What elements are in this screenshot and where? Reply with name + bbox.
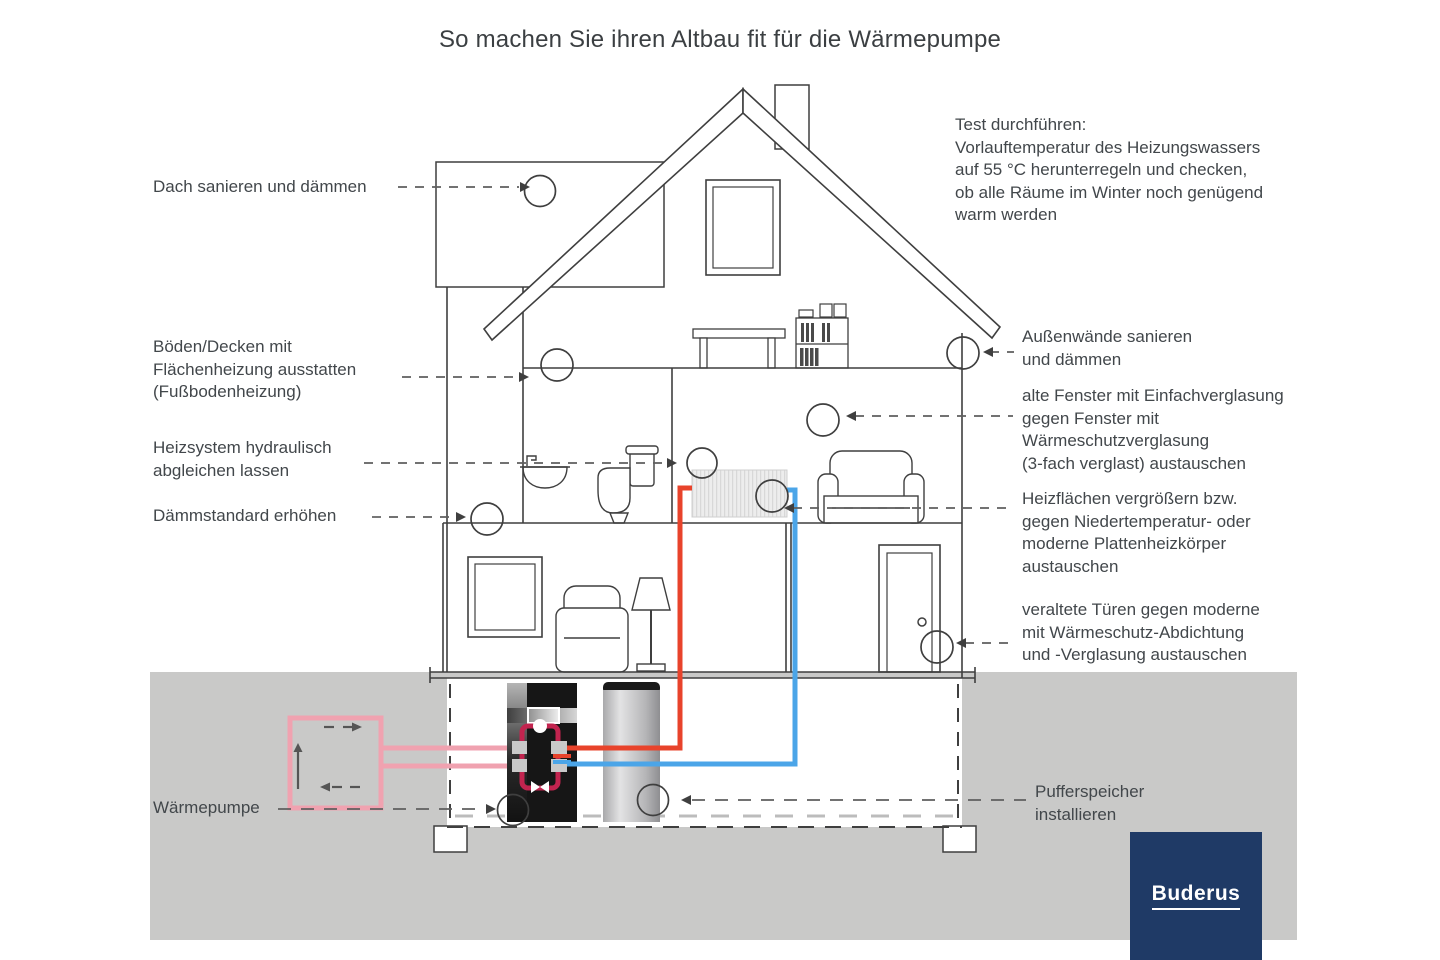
label-boeden-decken: Böden/Decken mit Flächenheizung ausstatt… — [153, 337, 357, 401]
marker-floors — [540, 348, 574, 382]
label-dach-sanieren: Dach sanieren und dämmen — [153, 177, 367, 196]
marker-windows — [806, 403, 840, 437]
marker-heat-pump — [496, 793, 530, 827]
label-heizsystem: Heizsystem hydraulisch abgleichen lassen — [153, 438, 332, 480]
marker-roof — [523, 174, 557, 208]
heating-return-pipe — [556, 487, 798, 767]
entrance-door — [878, 544, 941, 673]
label-fenster: alte Fenster mit Einfachverglasung gegen… — [1022, 386, 1284, 473]
buffer-tank — [603, 682, 660, 822]
marker-exterior-walls — [946, 336, 980, 370]
sofa — [817, 450, 925, 524]
footing-right — [942, 825, 977, 853]
books — [800, 323, 830, 366]
attic-window — [705, 179, 781, 276]
radiator — [691, 469, 788, 518]
ground-floor-window — [467, 556, 543, 638]
marker-insulation — [470, 502, 504, 536]
floor-lamp — [631, 577, 671, 672]
door-knob — [917, 617, 927, 627]
label-pufferspeicher: Pufferspeicher installieren — [1035, 782, 1145, 824]
heating-flow-pipe — [556, 485, 692, 751]
valve-icon — [531, 781, 540, 793]
footing-left — [433, 825, 468, 853]
label-test-durchfuehren: Test durchführen: Vorlauftemperatur des … — [955, 115, 1264, 224]
brand-logo: Buderus — [1130, 832, 1262, 960]
label-waermepumpe: Wärmepumpe — [153, 798, 260, 817]
label-heizflaechen: Heizflächen vergrößern bzw. gegen Nieder… — [1022, 489, 1251, 576]
toilet — [597, 445, 659, 524]
marker-doors — [920, 630, 954, 664]
ground-collector-loop — [287, 715, 384, 811]
marker-radiators — [755, 479, 789, 513]
circulation-pump — [533, 719, 547, 733]
label-daemmstandard: Dämmstandard erhöhen — [153, 506, 337, 525]
bathroom-sink — [520, 455, 570, 489]
flow-direction-arrows — [293, 722, 362, 792]
roof-right-slope — [742, 87, 1002, 340]
label-aussenwaende: Außenwände sanieren und dämmen — [1022, 327, 1193, 369]
page-title: So machen Sie ihren Altbau fit für die W… — [438, 26, 1002, 53]
attic-bench — [692, 328, 786, 369]
armchair — [555, 585, 629, 673]
marker-hydraulic-balancing — [686, 447, 718, 479]
brand-logo-text: Buderus — [1151, 882, 1241, 910]
house-structure — [429, 287, 976, 683]
flat-roof-annex — [435, 161, 665, 288]
attic-bookshelf — [795, 303, 849, 369]
leader-lines — [278, 186, 1026, 810]
label-tueren: veraltete Türen gegen moderne mit Wärmes… — [1022, 600, 1260, 664]
marker-circles — [470, 174, 980, 827]
marker-buffer-tank — [636, 783, 670, 817]
leader-arrowheads — [456, 182, 993, 814]
roof — [482, 87, 1002, 342]
brine-pipes — [381, 745, 516, 769]
